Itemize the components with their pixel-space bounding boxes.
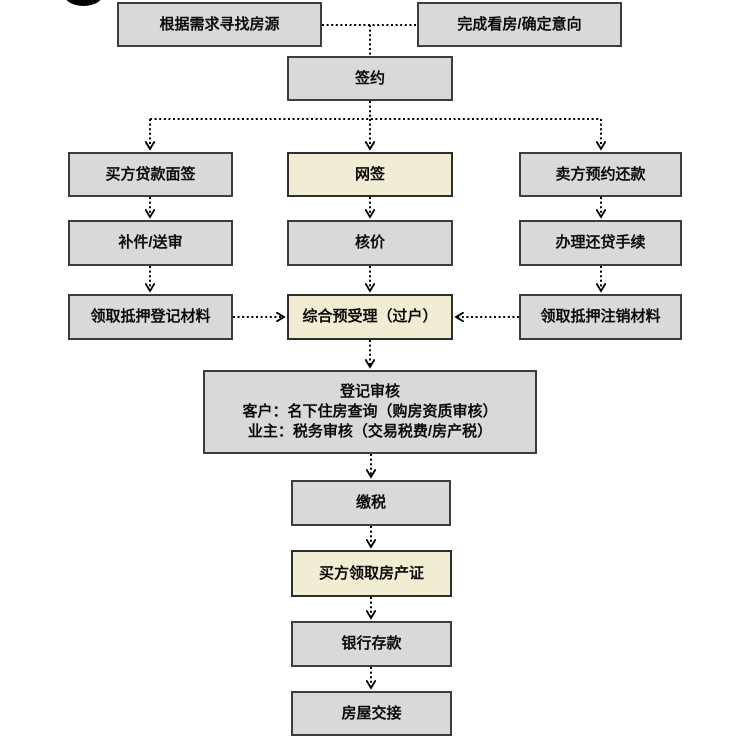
node-registration-review: 登记审核 客户：名下住房查询（购房资质审核） 业主：税务审核（交易税费/房产税） bbox=[203, 370, 537, 454]
node-bank-deposit: 银行存款 bbox=[291, 621, 452, 667]
node-loan-repayment-procedure: 办理还贷手续 bbox=[519, 220, 682, 266]
node-comprehensive-pre-acceptance: 综合预受理（过户） bbox=[287, 294, 453, 340]
registration-review-client-line: 客户：名下住房查询（购房资质审核） bbox=[242, 403, 498, 420]
node-collect-mortgage-registration-materials: 领取抵押登记材料 bbox=[68, 294, 233, 340]
node-pay-taxes: 缴税 bbox=[291, 480, 451, 526]
node-collect-mortgage-cancellation-materials: 领取抵押注销材料 bbox=[519, 294, 682, 340]
connector-sign-contract-branch bbox=[150, 101, 601, 120]
node-buyer-loan-interview: 买方贷款面签 bbox=[68, 152, 233, 197]
registration-review-owner-line: 业主：税务审核（交易税费/房产税） bbox=[247, 423, 493, 440]
node-price-verification: 核价 bbox=[287, 220, 453, 266]
node-seller-repayment-appointment: 卖方预约还款 bbox=[519, 152, 682, 197]
node-online-signing: 网签 bbox=[287, 152, 453, 197]
node-house-handover: 房屋交接 bbox=[291, 691, 452, 736]
node-find-house: 根据需求寻找房源 bbox=[117, 2, 322, 47]
black-circle-decoration bbox=[66, 0, 101, 6]
registration-review-title: 登记审核 bbox=[339, 383, 400, 400]
node-buyer-collect-property-certificate: 买方领取房产证 bbox=[291, 550, 452, 597]
node-supplement-submit-review: 补件/送审 bbox=[68, 220, 233, 266]
node-confirm-intent: 完成看房/确定意向 bbox=[417, 2, 622, 47]
node-sign-contract: 签约 bbox=[287, 56, 453, 101]
